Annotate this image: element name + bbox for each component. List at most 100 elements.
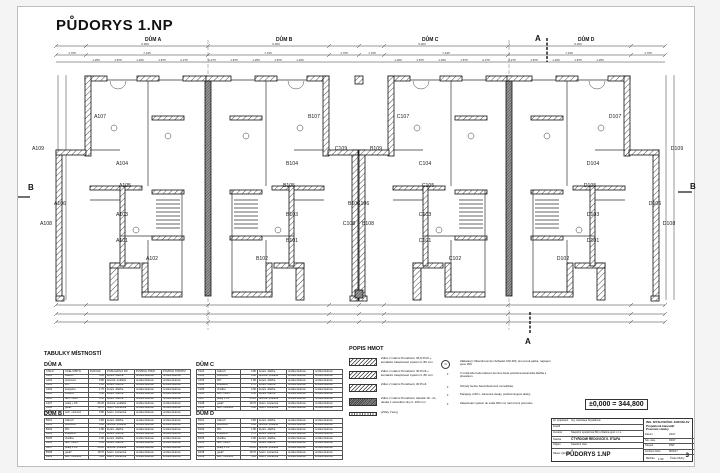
- grid-marker: [413, 124, 421, 132]
- note-text: Schody budou železobetonové monolitické.: [460, 384, 514, 388]
- wall: [505, 80, 513, 297]
- table-cell: omítka štuková: [134, 454, 162, 461]
- room-label-c105: C105: [422, 183, 435, 189]
- firm-line: ING. MYSLIVEČEK JAROSLAV: [646, 420, 690, 424]
- wall: [387, 75, 395, 157]
- legend-text: Zdivo z tvárnic Porotherm Akustik 19 - 2…: [381, 396, 437, 404]
- room-label-d109: D109: [671, 146, 684, 152]
- room-label-c107: C107: [397, 114, 410, 120]
- chimney-symbol-icon: ⊙: [441, 360, 450, 369]
- legend-text: Zdivo z tvárnic Porotherm 30 Profi + kon…: [381, 369, 433, 377]
- meta-label: Archivní číslo: [645, 449, 661, 453]
- title-block-value: Stavební společnost Brno-Slatina spol. s…: [571, 431, 622, 434]
- note-text: Základový zhlavník komínu Schiedel UNI 2…: [460, 359, 551, 367]
- dimension-tick: [381, 43, 387, 49]
- grid-marker: [467, 132, 475, 140]
- wall: [89, 185, 143, 191]
- title-block-label: Kreslil: [553, 425, 561, 428]
- wall: [55, 149, 63, 301]
- meta-label: Stupeň: [645, 444, 654, 447]
- house-label-a: DŮM A: [145, 37, 162, 43]
- dimension-tick: [381, 311, 387, 317]
- title-block-label: Objekt: [553, 443, 561, 446]
- dimension-tick: [326, 52, 332, 58]
- wall: [354, 289, 364, 299]
- wall: [55, 149, 87, 156]
- wall: [532, 291, 574, 298]
- dimension-tick: [381, 52, 387, 58]
- dimension-tick: [53, 319, 59, 325]
- datum-elevation: ±0,000 = 344,800: [585, 399, 648, 410]
- grid-marker: [435, 226, 443, 234]
- door-swing: [109, 80, 119, 90]
- table-cell: omítka štuková: [286, 454, 314, 461]
- room-label-c106: C106: [357, 201, 370, 207]
- table-cell: omítka štuková: [313, 405, 343, 412]
- table-cell: omítka štuková: [134, 410, 162, 416]
- firm-line: Pozemní stavby: [646, 427, 669, 432]
- grid-marker: [575, 226, 583, 234]
- bullet-icon: •: [447, 384, 449, 389]
- dimension-text: 2.275: [180, 58, 188, 62]
- door-swing: [117, 80, 127, 90]
- legend-text: Zdivo z tvárnic Porotherm 36,5 Profi + k…: [381, 356, 433, 364]
- dimension-tick: [628, 302, 634, 308]
- dimension-tick: [326, 319, 332, 325]
- bullet-icon: •: [447, 392, 449, 397]
- house-label-b: DŮM B: [276, 37, 293, 43]
- dimension-tick: [326, 302, 332, 308]
- table-cell: tech. místnost: [63, 410, 89, 416]
- wall: [392, 185, 446, 191]
- dimension-tick: [505, 52, 511, 58]
- wall: [265, 262, 273, 296]
- room-label-b106: B106: [348, 201, 360, 207]
- room-label-a103: A103: [116, 212, 128, 218]
- dimension-tick: [381, 319, 387, 325]
- dimension-text: 1.875: [158, 58, 166, 62]
- wall: [205, 75, 232, 82]
- wall: [271, 185, 325, 191]
- grid-marker: [296, 124, 304, 132]
- table-cell: beton. mazanina: [105, 410, 135, 416]
- wall: [650, 295, 660, 302]
- meta-value: M03/17: [669, 449, 678, 453]
- wall: [354, 75, 364, 85]
- legend-swatch-hatch: [349, 358, 377, 366]
- dimension-text: 1.765: [68, 51, 76, 55]
- room-label-a108: A108: [40, 221, 52, 227]
- dimension-text: 7.435: [442, 51, 450, 55]
- dimension-text: 1.250: [252, 58, 260, 62]
- wall: [229, 189, 263, 195]
- dimension-tick: [662, 311, 668, 317]
- wall: [566, 262, 574, 296]
- title-block-meta-row: Stu. stav.03/17: [644, 439, 694, 444]
- dimension-tick: [628, 319, 634, 325]
- dimension-text: 9.300: [418, 42, 426, 46]
- wall: [454, 235, 488, 241]
- table-cell: omítka štuková: [313, 454, 343, 461]
- legend-swatch-dotted: [349, 412, 377, 416]
- wall: [506, 75, 533, 82]
- wall: [572, 185, 626, 191]
- dimension-text: 1.250: [438, 58, 446, 62]
- dimension-text: 1.250: [92, 58, 100, 62]
- room-label-c101: C101: [419, 238, 432, 244]
- room-label-d108: D108: [663, 221, 676, 227]
- room-label-d104: D104: [587, 161, 600, 167]
- wall: [628, 149, 660, 156]
- wall: [136, 75, 160, 82]
- wall: [229, 235, 263, 241]
- table-heading-house-a: DŮM A: [44, 362, 62, 368]
